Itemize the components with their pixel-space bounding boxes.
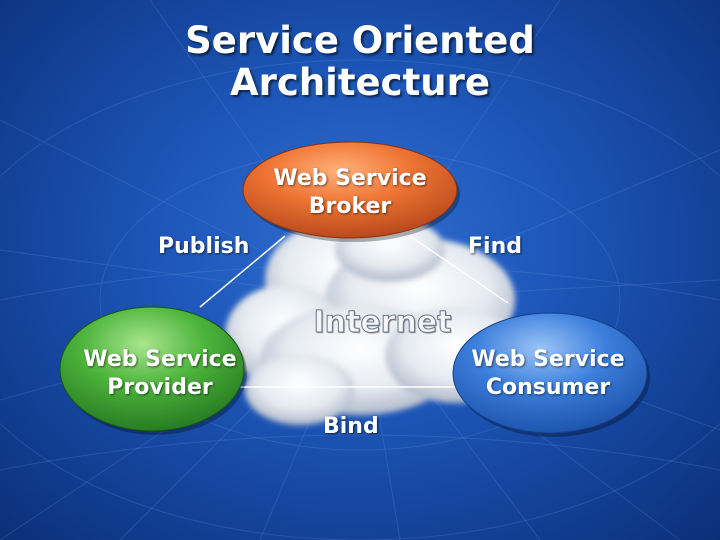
edge-publish xyxy=(199,235,286,308)
consumer-label-line1: Web Service xyxy=(471,347,625,372)
title-line-1: Service Oriented xyxy=(185,19,535,62)
broker-label-line2: Broker xyxy=(308,194,392,219)
provider-label-line1: Web Service xyxy=(83,347,237,372)
internet-label: Internet xyxy=(313,305,452,341)
consumer-label-line2: Consumer xyxy=(485,375,611,400)
bind-label: Bind xyxy=(323,414,379,439)
broker-label-line1: Web Service xyxy=(273,166,427,191)
provider-node xyxy=(59,306,245,432)
find-label: Find xyxy=(468,234,522,259)
slide-title: Service Oriented Architecture xyxy=(0,20,720,104)
provider-label: Web Service Provider xyxy=(60,346,260,402)
edge-find xyxy=(409,235,509,304)
publish-label: Publish xyxy=(158,234,250,259)
consumer-node xyxy=(452,312,648,434)
provider-label-line2: Provider xyxy=(107,375,213,400)
title-line-2: Architecture xyxy=(230,61,490,104)
broker-node xyxy=(242,141,458,239)
consumer-label: Web Service Consumer xyxy=(448,346,648,402)
broker-label: Web Service Broker xyxy=(250,165,450,221)
